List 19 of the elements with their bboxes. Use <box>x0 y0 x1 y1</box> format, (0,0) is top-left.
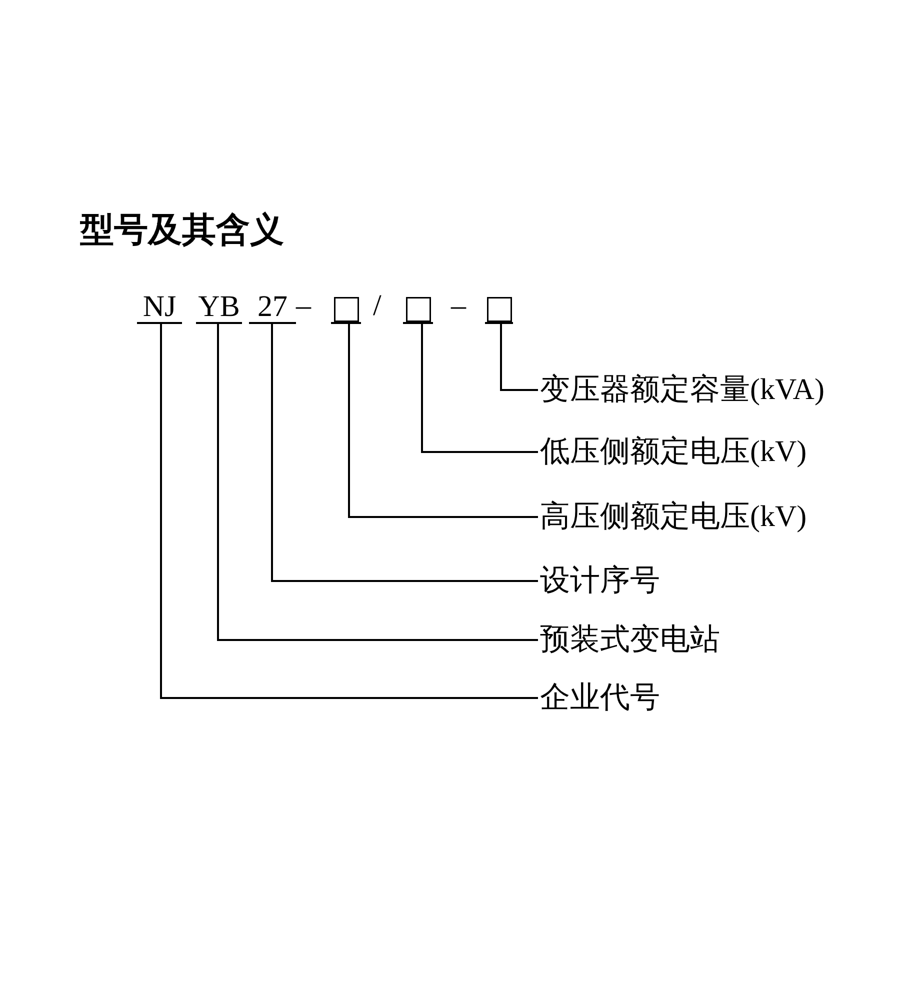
leader-line <box>217 324 538 641</box>
description-text: 企业代号 <box>540 680 660 716</box>
description-text: 高压侧额定电压(kV) <box>540 499 807 535</box>
code-segment: YB <box>196 292 242 324</box>
separator: / <box>373 291 382 321</box>
description-text: 低压侧额定电压(kV) <box>540 434 807 470</box>
separator: – <box>451 291 466 321</box>
leader-line <box>500 324 538 391</box>
leader-line <box>348 324 538 518</box>
title: 型号及其含义 <box>80 209 284 252</box>
code-segment: NJ <box>137 292 182 324</box>
description-text: 预装式变电站 <box>540 622 720 658</box>
leader-line <box>421 324 538 453</box>
leader-line <box>271 324 538 582</box>
leader-line <box>160 324 538 699</box>
description-text: 变压器额定容量(kVA) <box>540 372 824 408</box>
code-segment: 27 <box>249 292 296 324</box>
separator: – <box>296 291 311 321</box>
description-text: 设计序号 <box>540 563 660 599</box>
